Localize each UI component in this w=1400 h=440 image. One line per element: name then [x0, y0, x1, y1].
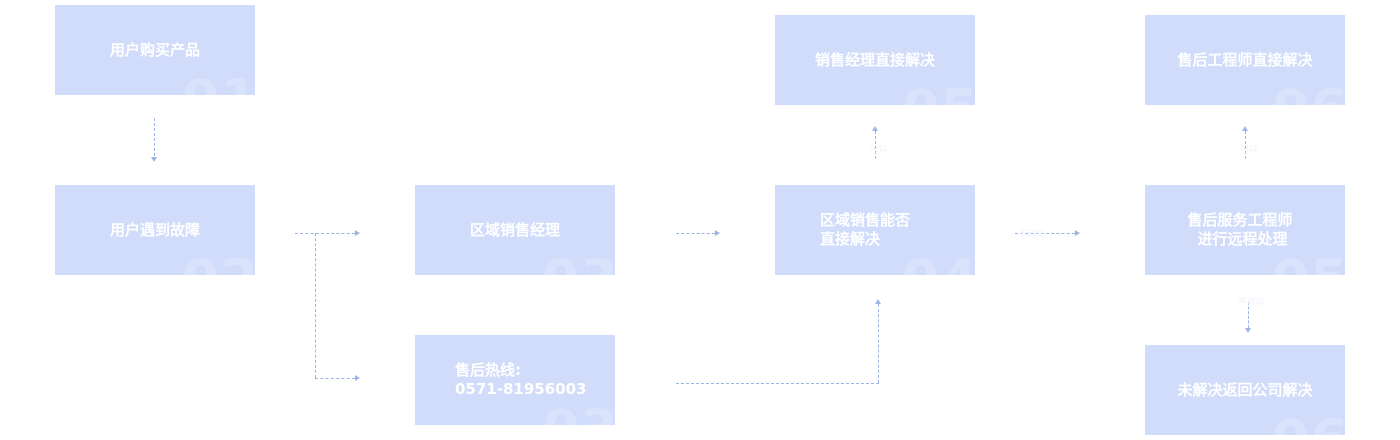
connector-line: [295, 233, 355, 234]
node-engineer-direct-solve: 售后工程师直接解决 06: [1145, 15, 1345, 105]
connector-line: [1248, 302, 1249, 328]
node-label: 销售经理直接解决: [814, 50, 935, 69]
node-label-line2: 进行远程处理: [1197, 230, 1288, 248]
node-label: 售后工程师直接解决: [1177, 50, 1313, 69]
arrow-down-icon: [1245, 328, 1251, 333]
hotline-title: 售后热线:: [455, 361, 521, 379]
node-return-to-company: 未解决返回公司解决 06: [1145, 345, 1345, 435]
edge-label-no: 不可以: [1238, 298, 1266, 308]
node-label: 售后热线: 0571-81956003: [455, 361, 586, 399]
step-number: 06: [1272, 83, 1345, 106]
arrow-right-icon: [355, 375, 360, 381]
node-sales-can-solve: 区域销售能否 直接解决 04: [775, 185, 975, 275]
node-sales-direct-solve: 销售经理直接解决 05: [775, 15, 975, 105]
connector-line: [1015, 233, 1075, 234]
node-user-fault: 用户遇到故障 02: [55, 185, 255, 275]
connector-line: [676, 383, 879, 384]
node-user-purchase: 用户购买产品 01: [55, 5, 255, 95]
connector-line: [154, 118, 155, 156]
arrow-up-icon: [875, 299, 881, 304]
node-service-hotline: 售后热线: 0571-81956003 03: [415, 335, 615, 425]
step-number: 02: [182, 253, 255, 276]
step-number: 03: [542, 253, 615, 276]
node-label-line1: 区域销售能否: [819, 211, 910, 229]
node-label: 用户购买产品: [109, 40, 200, 59]
edge-label-no: 不可以: [1018, 230, 1046, 240]
connector-line: [1245, 131, 1246, 159]
step-number: 06: [1272, 413, 1345, 436]
arrow-up-icon: [872, 126, 878, 131]
edge-label-yes: 可以: [870, 145, 889, 155]
node-label-line2: 直接解决: [819, 230, 880, 248]
connector-line: [878, 304, 879, 383]
node-label: 区域销售能否 直接解决: [820, 211, 910, 249]
arrow-right-icon: [715, 230, 720, 236]
node-label: 区域销售经理: [469, 220, 560, 239]
node-label: 未解决返回公司解决: [1177, 380, 1313, 399]
node-label: 用户遇到故障: [109, 220, 200, 239]
node-regional-sales-manager: 区域销售经理 03: [415, 185, 615, 275]
connector-line: [875, 131, 876, 159]
connector-line: [315, 233, 316, 378]
hotline-number: 0571-81956003: [455, 380, 587, 398]
node-label-line1: 售后服务工程师: [1187, 211, 1293, 229]
step-number: 03: [542, 403, 615, 426]
step-number: 05: [902, 83, 975, 106]
arrow-up-icon: [1242, 126, 1248, 131]
step-number: 01: [182, 73, 255, 96]
step-number: 04: [902, 253, 975, 276]
arrow-down-icon: [151, 157, 157, 162]
step-number: 05: [1272, 253, 1345, 276]
connector-line: [315, 378, 355, 379]
arrow-right-icon: [355, 230, 360, 236]
edge-label-yes: 可以: [1240, 145, 1259, 155]
connector-line: [676, 233, 715, 234]
arrow-right-icon: [1075, 230, 1080, 236]
node-label: 售后服务工程师 进行远程处理: [1187, 211, 1292, 249]
node-remote-service: 售后服务工程师 进行远程处理 05: [1145, 185, 1345, 275]
